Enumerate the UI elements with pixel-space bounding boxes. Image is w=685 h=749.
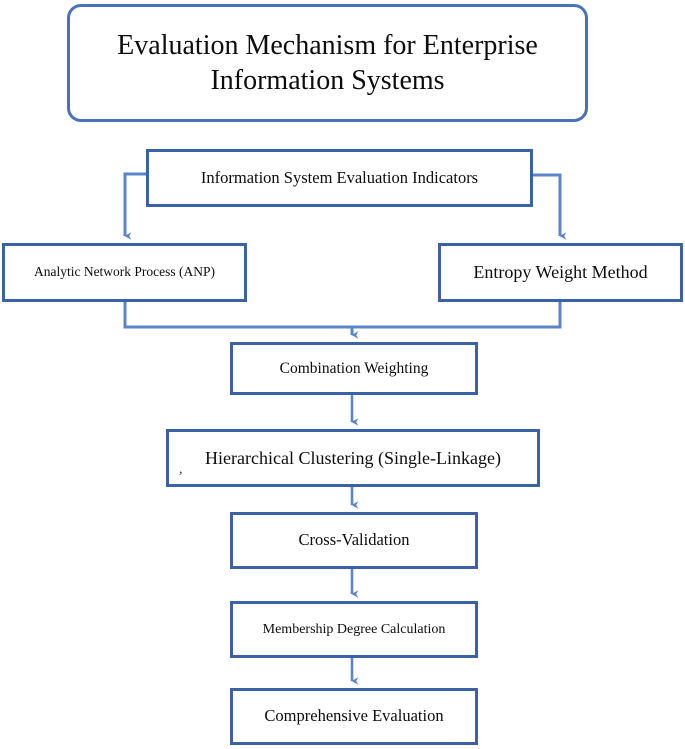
node-evaluation-mechanism-title: Evaluation Mechanism for Enterprise Info…: [67, 4, 588, 122]
node-entropy-weight-method: Entropy Weight Method: [438, 243, 683, 302]
node-combination-weighting: Combination Weighting: [230, 342, 478, 395]
edge-merge-to-combination-weighting: [123, 302, 562, 339]
node-label: Information System Evaluation Indicators: [200, 167, 479, 187]
edge-indicators-to-anp: [123, 172, 146, 240]
node-label: Membership Degree Calculation: [262, 621, 446, 637]
node-label: Comprehensive Evaluation: [264, 706, 444, 726]
node-analytic-network-process: Analytic Network Process (ANP): [2, 243, 247, 302]
node-label: Evaluation Mechanism for Enterprise Info…: [117, 30, 538, 96]
node-label: Entropy Weight Method: [473, 262, 648, 283]
node-label: Combination Weighting: [279, 359, 429, 377]
node-information-system-evaluation-indicators: Information System Evaluation Indicators: [146, 149, 533, 207]
node-label: Hierarchical Clustering (Single-Linkage): [205, 447, 501, 468]
node-label: Cross-Validation: [298, 530, 410, 550]
node-hierarchical-clustering: Hierarchical Clustering (Single-Linkage): [166, 429, 540, 487]
node-cross-validation: Cross-Validation: [230, 512, 478, 569]
node-label: Analytic Network Process (ANP): [33, 264, 216, 280]
stray-comma-mark: ,: [179, 462, 183, 477]
node-comprehensive-evaluation: Comprehensive Evaluation: [230, 688, 478, 745]
edge-indicators-to-entropy: [533, 173, 567, 240]
node-membership-degree-calculation: Membership Degree Calculation: [230, 601, 478, 658]
